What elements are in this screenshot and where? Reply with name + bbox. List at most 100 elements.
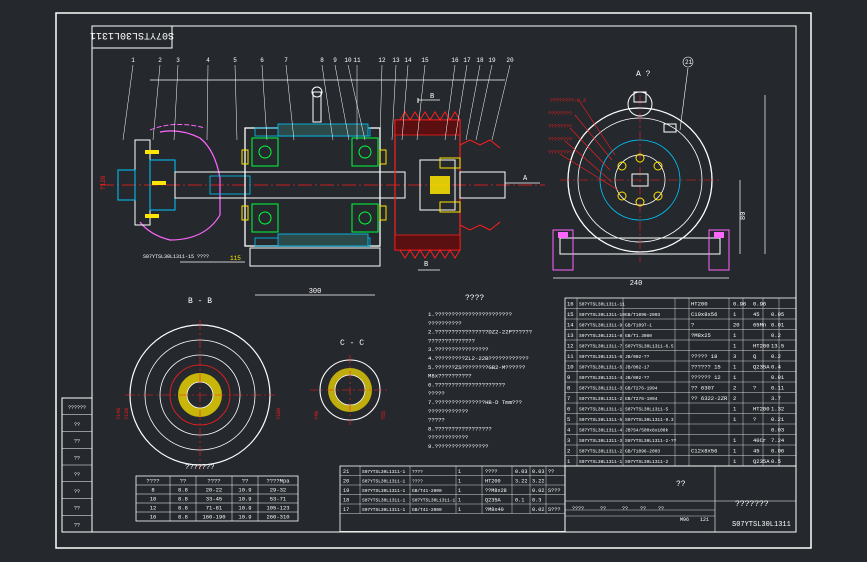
balloon-label: 20 <box>506 57 514 64</box>
parts-list-cell: S07YTSL30L1311-11 <box>579 302 625 308</box>
parts-list-cell: 20 <box>733 322 740 329</box>
tech-title: ???? <box>465 294 484 303</box>
torque-table-cell: 10.9 <box>238 487 251 494</box>
parts-list-cell: 13.5 <box>771 343 784 350</box>
torque-table-cell: 10 <box>150 496 157 503</box>
title-block-cell: S07YTSL30L1311-1 <box>362 498 406 504</box>
svg-text:????????: ???????? <box>548 150 572 156</box>
title-block-cell: 0.1 <box>515 498 524 504</box>
parts-list-cell: 45 <box>753 311 760 318</box>
parts-list-cell: HT200 <box>753 406 770 413</box>
stamp-code: S07YTSL30L1311 <box>90 29 174 40</box>
balloon-label: 10 <box>344 57 352 64</box>
title-block-cell: 1 <box>458 488 461 494</box>
parts-list-cell: 5 <box>567 416 570 423</box>
view-a-arrow: A <box>523 175 528 183</box>
parts-list-cell: Q235A <box>753 364 770 371</box>
parts-list-cell: S07YTSL30L1311-1 <box>579 407 623 413</box>
title-block-cell: S??? <box>548 488 560 494</box>
balloon-label: 4 <box>206 57 210 64</box>
balloon-label: 2 <box>158 57 162 64</box>
title-block-small-cell: ?? <box>640 506 646 512</box>
parts-list-cell: HT200 <box>691 301 708 308</box>
leader-line <box>173 64 179 141</box>
parts-list-cell: S07YTSL30L1311-9.3 <box>625 417 674 423</box>
parts-list-cell: JB?S4/500x8x100k <box>625 428 669 434</box>
leader-line <box>379 64 383 141</box>
torque-table-cell: 105-123 <box>266 505 289 512</box>
torque-table-cell: 53-71 <box>270 496 287 503</box>
title-block-cell: Q235A <box>485 498 501 504</box>
parts-list-cell: 1 <box>733 416 737 423</box>
leader-line <box>321 64 334 141</box>
torque-table-cell: 29-32 <box>270 487 287 494</box>
parts-list-cell: 16 <box>567 301 574 308</box>
leader-line <box>234 64 238 141</box>
dim-80: 80 <box>740 212 748 220</box>
parts-list-cell: ? <box>753 416 756 423</box>
parts-list-cell: ? <box>753 385 756 392</box>
parts-list-cell: 0.05 <box>771 311 784 318</box>
torque-table-cell: 33-45 <box>206 496 223 503</box>
parts-list-cell: 0.06 <box>771 448 784 455</box>
parts-list-cell: 15 <box>567 311 574 318</box>
title-block-cell: S07YTSL30L1311-1 <box>362 479 406 485</box>
title-block-cell: S07YTSL30L1311-1 <box>362 507 406 513</box>
title-block-small-cell: ?? <box>658 506 664 512</box>
left-strip-cell: ?? <box>74 506 80 512</box>
parts-list-cell: S07YTSL30L1311-1 <box>579 459 623 465</box>
parts-list-cell: 1 <box>733 374 737 381</box>
leader-line <box>391 64 397 141</box>
title-block-cell: S07YTSL30L1311-1 <box>362 469 406 475</box>
parts-list-cell: 7.24 <box>771 437 785 444</box>
leader-line <box>491 64 511 141</box>
dim-240: 240 <box>630 280 643 288</box>
parts-list-cell: S07YTSL30L1311-3 <box>579 438 623 444</box>
torque-table-cell: 160-190 <box>202 514 225 521</box>
view-a: A ? 240 80 <box>548 56 766 288</box>
parts-list-cell: 2 <box>733 385 736 392</box>
parts-list-cell: 0.4 <box>771 364 782 371</box>
parts-list-cell: HT200 <box>753 343 770 350</box>
parts-list-cell: 0.2 <box>771 353 781 360</box>
parts-list-cell: 0.11 <box>771 385 785 392</box>
leader-line <box>444 64 456 141</box>
parts-list-cell: C12x8x56 <box>691 448 717 455</box>
tech-line: 1.??????????????????????? <box>428 311 512 318</box>
parts-list-cell: S07YTSL30L1311-5 <box>579 417 623 423</box>
torque-table-cell: 8 <box>151 487 154 494</box>
leader-line <box>152 64 161 141</box>
svg-text:????????: ???????? <box>548 137 572 143</box>
left-strip-cell: ?? <box>74 522 80 528</box>
torque-table-header: ?? <box>242 478 249 485</box>
pulley <box>394 111 501 259</box>
parts-list-cell: S07YTSL30L1311-5 <box>579 365 623 371</box>
parts-list-cell: 3.7 <box>771 395 781 402</box>
inner-frame <box>91 25 797 533</box>
parts-list-cell: S07YTSL30L1311-2 <box>579 449 623 455</box>
parts-list-cell: 2 <box>733 395 736 402</box>
parts-list-cell: 65Mn <box>753 322 766 329</box>
title-block-cell: ??M8x28 <box>485 488 507 494</box>
title-block-cell: 0.03 <box>532 469 544 475</box>
parts-list-cell: 3 <box>567 437 570 444</box>
balloon-label: 13 <box>392 57 400 64</box>
torque-table-cell: 16 <box>150 514 157 521</box>
leader-line <box>401 64 409 141</box>
drawing-title: ??????? <box>735 500 769 509</box>
title-block-cell: 1 <box>458 507 461 513</box>
parts-list-cell: 1.32 <box>771 406 784 413</box>
left-strip-cell: ?? <box>74 472 80 478</box>
svg-text:?140: ?140 <box>116 408 122 420</box>
title-block-cell: GB/T41-2000 <box>412 507 442 513</box>
title-block-cell: GB/T41-2000 <box>412 488 442 494</box>
title-block-cell: ???? <box>412 469 423 475</box>
parts-list-cell: 1 <box>733 448 737 455</box>
title-block-cell: HT200 <box>485 479 501 485</box>
svg-text:?48: ?48 <box>314 411 320 420</box>
title-block-cell: S07YTSL30L1311-1 <box>362 488 406 494</box>
section-cc-title: C - C <box>340 339 364 348</box>
